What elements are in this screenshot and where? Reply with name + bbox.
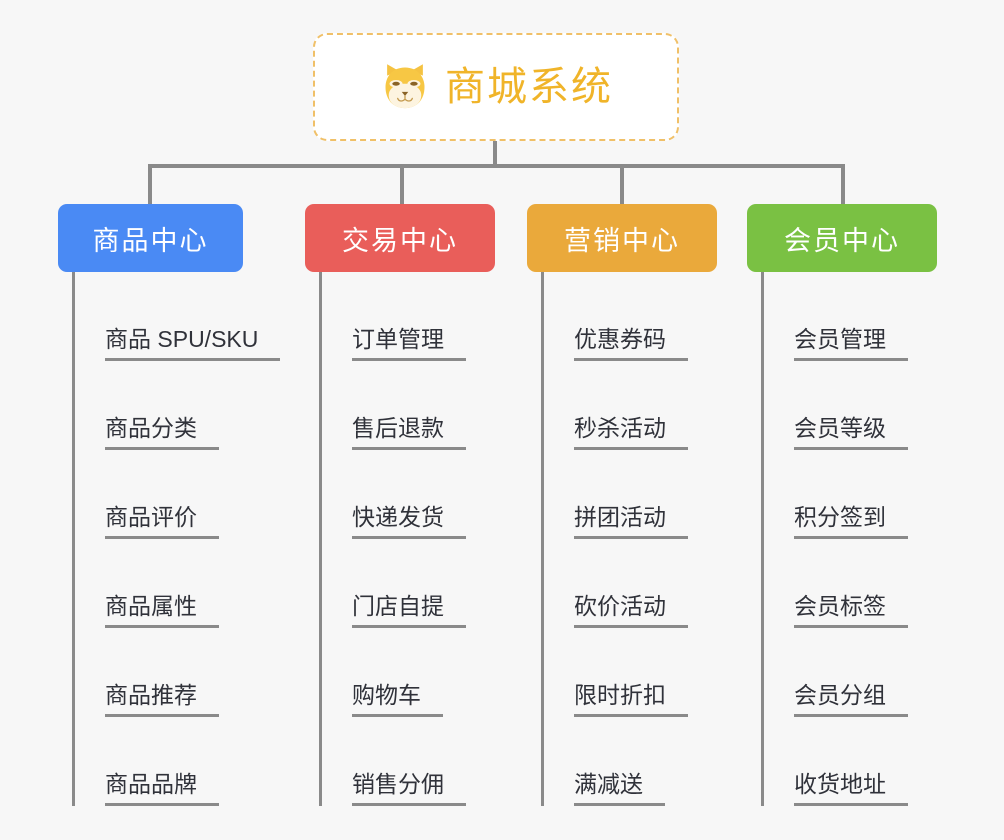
list-item[interactable]: 优惠券码 xyxy=(544,272,747,361)
branch-column-4: 会员中心 会员管理 会员等级 积分签到 会员标签 会员分组 收货地址 xyxy=(747,204,967,806)
list-item[interactable]: 快递发货 xyxy=(322,450,525,539)
list-item[interactable]: 门店自提 xyxy=(322,539,525,628)
list-item[interactable]: 秒杀活动 xyxy=(544,361,747,450)
list-item[interactable]: 订单管理 xyxy=(322,272,525,361)
list-item[interactable]: 会员标签 xyxy=(764,539,967,628)
root-node[interactable]: 商城系统 xyxy=(313,33,679,141)
list-item[interactable]: 砍价活动 xyxy=(544,539,747,628)
list-item[interactable]: 商品品牌 xyxy=(75,717,278,806)
leaf-label: 商品品牌 xyxy=(105,771,219,806)
leaf-label: 收货地址 xyxy=(794,771,908,806)
leaf-label: 购物车 xyxy=(352,682,443,717)
list-item[interactable]: 商品分类 xyxy=(75,361,278,450)
leaf-list-3: 优惠券码 秒杀活动 拼团活动 砍价活动 限时折扣 满减送 xyxy=(541,272,747,806)
branch-column-3: 营销中心 优惠券码 秒杀活动 拼团活动 砍价活动 限时折扣 满减送 xyxy=(527,204,747,806)
category-header-4[interactable]: 会员中心 xyxy=(747,204,937,272)
leaf-label: 快递发货 xyxy=(352,504,466,539)
list-item[interactable]: 商品推荐 xyxy=(75,628,278,717)
connector-drop-0 xyxy=(148,164,152,204)
category-label-4: 会员中心 xyxy=(784,225,900,256)
list-item[interactable]: 商品 SPU/SKU xyxy=(75,272,281,361)
leaf-label: 拼团活动 xyxy=(574,504,688,539)
leaf-label: 商品分类 xyxy=(105,415,219,450)
leaf-label: 秒杀活动 xyxy=(574,415,688,450)
leaf-label: 商品推荐 xyxy=(105,682,219,717)
connector-root-stem xyxy=(493,141,497,167)
list-item[interactable]: 限时折扣 xyxy=(544,628,747,717)
leaf-label: 商品属性 xyxy=(105,593,219,628)
leaf-list-4: 会员管理 会员等级 积分签到 会员标签 会员分组 收货地址 xyxy=(761,272,967,806)
leaf-label: 会员管理 xyxy=(794,326,908,361)
list-item[interactable]: 购物车 xyxy=(322,628,525,717)
leaf-label: 门店自提 xyxy=(352,593,466,628)
leaf-label: 会员等级 xyxy=(794,415,908,450)
leaf-label: 商品评价 xyxy=(105,504,219,539)
leaf-label: 会员分组 xyxy=(794,682,908,717)
list-item[interactable]: 商品属性 xyxy=(75,539,278,628)
list-item[interactable]: 会员管理 xyxy=(764,272,967,361)
connector-drop-1 xyxy=(400,164,404,204)
category-label-2: 交易中心 xyxy=(342,225,458,256)
category-label-1: 商品中心 xyxy=(92,225,209,256)
leaf-list-1: 商品 SPU/SKU 商品分类 商品评价 商品属性 商品推荐 商品品牌 xyxy=(72,272,281,806)
leaf-label: 限时折扣 xyxy=(574,682,688,717)
category-header-2[interactable]: 交易中心 xyxy=(305,204,495,272)
list-item[interactable]: 销售分佣 xyxy=(322,717,525,806)
root-title: 商城系统 xyxy=(445,65,613,109)
connector-drop-3 xyxy=(841,164,845,204)
list-item[interactable]: 会员等级 xyxy=(764,361,967,450)
list-item[interactable]: 会员分组 xyxy=(764,628,967,717)
leaf-label: 积分签到 xyxy=(794,504,908,539)
list-item[interactable]: 商品评价 xyxy=(75,450,278,539)
category-label-3: 营销中心 xyxy=(564,225,680,256)
list-item[interactable]: 售后退款 xyxy=(322,361,525,450)
leaf-label: 满减送 xyxy=(574,771,665,806)
list-item[interactable]: 拼团活动 xyxy=(544,450,747,539)
leaf-label: 售后退款 xyxy=(352,415,466,450)
category-header-3[interactable]: 营销中心 xyxy=(527,204,717,272)
list-item[interactable]: 满减送 xyxy=(544,717,747,806)
leaf-label: 会员标签 xyxy=(794,593,908,628)
leaf-label: 优惠券码 xyxy=(574,326,688,361)
branch-column-2: 交易中心 订单管理 售后退款 快递发货 门店自提 购物车 销售分佣 xyxy=(305,204,525,806)
leaf-label: 商品 SPU/SKU xyxy=(105,326,281,361)
leaf-label: 销售分佣 xyxy=(352,771,466,806)
connector-horizontal-bar xyxy=(148,164,845,168)
leaf-label: 砍价活动 xyxy=(574,593,688,628)
leaf-label: 订单管理 xyxy=(352,326,466,361)
shiba-dog-face-icon xyxy=(379,61,431,113)
list-item[interactable]: 收货地址 xyxy=(764,717,967,806)
branch-column-1: 商品中心 商品 SPU/SKU 商品分类 商品评价 商品属性 商品推荐 商品品牌 xyxy=(58,204,281,806)
list-item[interactable]: 积分签到 xyxy=(764,450,967,539)
category-header-1[interactable]: 商品中心 xyxy=(58,204,243,272)
leaf-list-2: 订单管理 售后退款 快递发货 门店自提 购物车 销售分佣 xyxy=(319,272,525,806)
connector-drop-2 xyxy=(620,164,624,204)
